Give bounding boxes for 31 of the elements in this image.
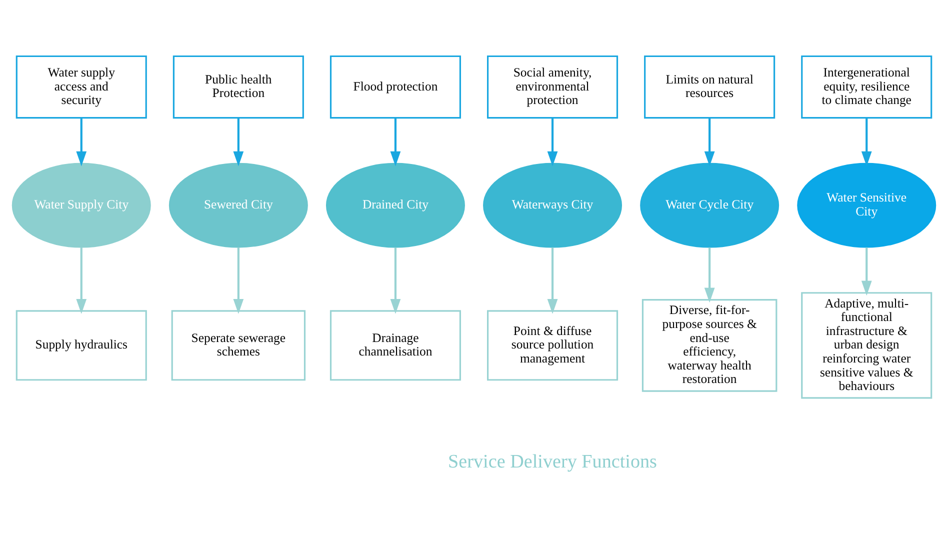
node-box: Supply hydraulics [16,310,147,380]
node-ellipse: Water Sensitive City [797,162,936,248]
arrow [861,118,872,166]
arrow [861,246,872,296]
arrow [76,118,87,166]
arrow [233,246,244,314]
node-box: Water supply access and security [16,54,147,118]
node-ellipse: Water Cycle City [640,162,780,248]
arrow [547,118,558,166]
node-box: Public health Protection [172,54,304,118]
arrow [704,118,715,166]
arrow [390,246,401,314]
node-box: Point & diffuse source pollution management [487,310,618,380]
node-ellipse: Drained City [326,162,465,248]
arrow [547,246,558,314]
node-box: Limits on natural resources [644,54,776,118]
arrow [704,246,715,302]
label: Service Delivery Functions [448,450,657,472]
node-box: Seperate sewerage schemes [171,310,306,380]
node-box: Flood protection [330,54,461,118]
node-box: Social amenity, environmental protection [487,54,618,118]
node-box: Intergenerational equity, resilience to climate change [801,54,932,118]
node-box: Diverse, fit-for-purpose sources & end-use efficiency, waterway health restoration [642,298,778,392]
node-box: Adaptive, multi-functional infrastructure & urban design reinforcing water sensitive values & behaviours [801,292,932,398]
arrow [390,118,401,166]
node-ellipse: Waterways City [483,162,622,248]
arrow [76,246,87,314]
node-box: Drainage channelisation [330,310,461,380]
arrow [233,118,244,166]
node-ellipse: Water Supply City [12,162,151,248]
node-ellipse: Sewered City [168,162,308,248]
